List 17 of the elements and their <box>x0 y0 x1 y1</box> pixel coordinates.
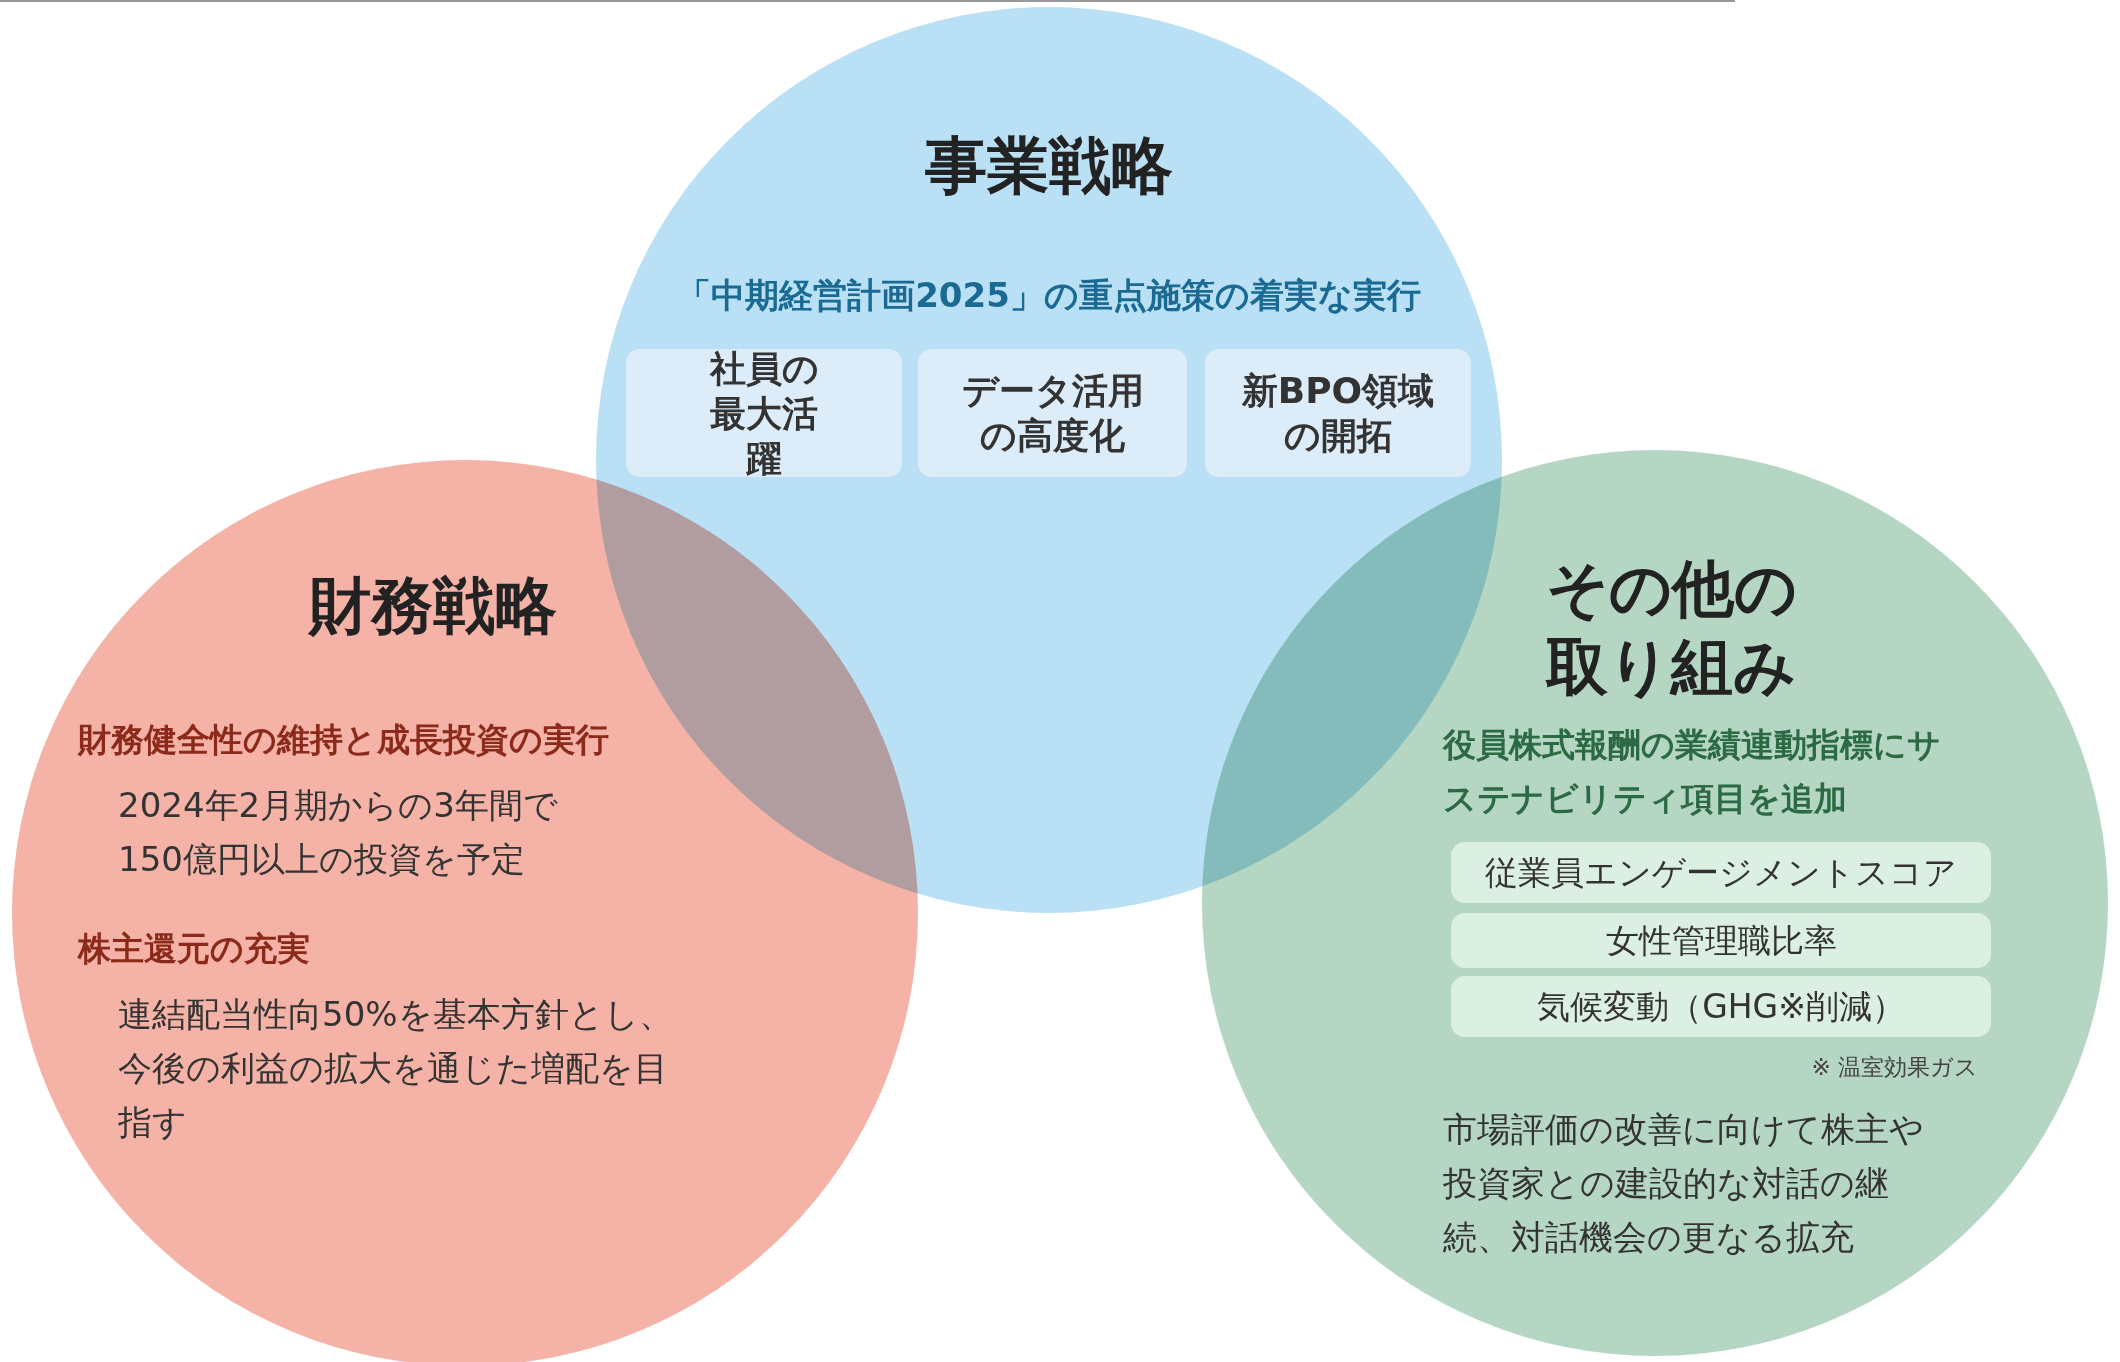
focus-area-card: 女性管理職比率 <box>1451 913 1991 968</box>
body-text: 2024年2月期からの3年間で150億円以上の投資を予定 <box>118 784 559 881</box>
focus-area-card: 気候変動（GHG※削減） <box>1451 976 1991 1037</box>
section-heading: 株主還元の充実 <box>78 928 311 970</box>
circle-title: 事業戦略 <box>924 128 1174 204</box>
section-heading: 役員株式報酬の業績連動指標にサステナビリティ項目を追加 <box>1443 724 1942 820</box>
footnote: ※ 温室効果ガス <box>1810 1053 1978 1082</box>
body-text: 市場評価の改善に向けて株主や投資家との建設的な対話の継続、対話機会の更なる拡充 <box>1443 1108 1925 1259</box>
focus-area-card: 社員の最大活躍 <box>626 349 902 477</box>
body-text: 連結配当性向50%を基本方針とし、今後の利益の拡大を通じた増配を目指す <box>118 993 674 1144</box>
section-subtitle: 「中期経営計画2025」の重点施策の着実な実行 <box>676 274 1422 317</box>
circle-title: 財務戦略 <box>307 568 558 644</box>
section-heading: 財務健全性の維持と成長投資の実行 <box>78 719 610 761</box>
focus-area-card: 従業員エンゲージメントスコア <box>1451 842 1991 903</box>
focus-area-card: データ活用の高度化 <box>918 349 1187 477</box>
focus-area-card: 新BPO領域の開拓 <box>1205 349 1471 477</box>
circle-title: その他の取り組み <box>1544 551 1798 705</box>
